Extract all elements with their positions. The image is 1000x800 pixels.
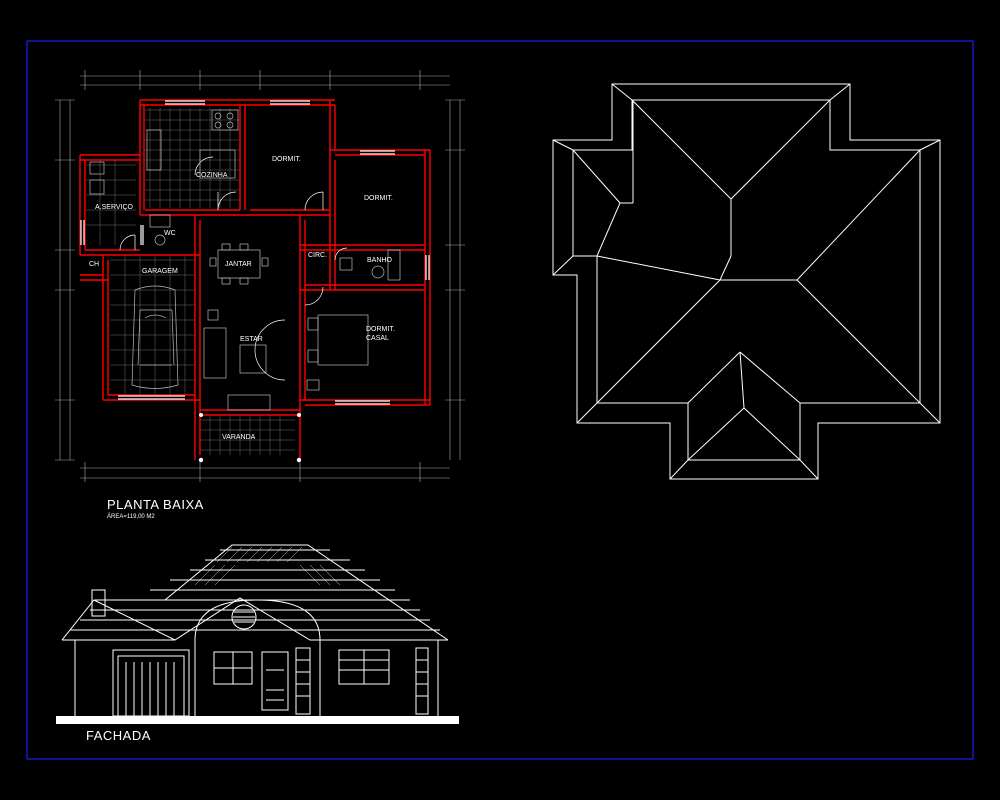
sheet-frame: [26, 40, 974, 760]
room-label-circ: CIRC.: [308, 252, 328, 259]
room-label-a-servico: A.SERVIÇO: [95, 204, 133, 211]
facade: [56, 544, 459, 724]
roof-tiles: [194, 546, 341, 586]
floor-plan: [55, 70, 465, 482]
roof-plan: [552, 83, 941, 480]
ground-line: [56, 716, 459, 724]
plan-area: ÁREA=119,00 M2: [107, 514, 155, 520]
facade-title: FACHADA: [86, 728, 151, 743]
dimension-lines: [55, 70, 465, 482]
grid-ticks: [198, 413, 302, 463]
room-label-dormit-casal: DORMIT. CASAL: [366, 326, 395, 342]
room-label-varanda: VARANDA: [222, 434, 256, 441]
room-label-dormit-2: DORMIT.: [364, 195, 393, 202]
room-label-dormit-1: DORMIT.: [272, 156, 301, 163]
room-label-cozinha: COZINHA: [196, 172, 228, 179]
room-label-estar: ESTAR: [240, 336, 263, 343]
plan-title: PLANTA BAIXA: [107, 497, 204, 512]
windows: [80, 100, 430, 405]
furniture: [89, 109, 401, 411]
facade-outline: [61, 544, 449, 718]
room-label-wc: WC: [164, 230, 176, 237]
room-label-ch: CH: [89, 261, 100, 268]
doors: [119, 156, 348, 381]
room-label-jantar: JANTAR: [225, 261, 252, 268]
walls: [79, 99, 431, 460]
room-label-garagem: GARAGEM: [142, 268, 178, 275]
room-label-banho: BANHO: [367, 257, 392, 264]
